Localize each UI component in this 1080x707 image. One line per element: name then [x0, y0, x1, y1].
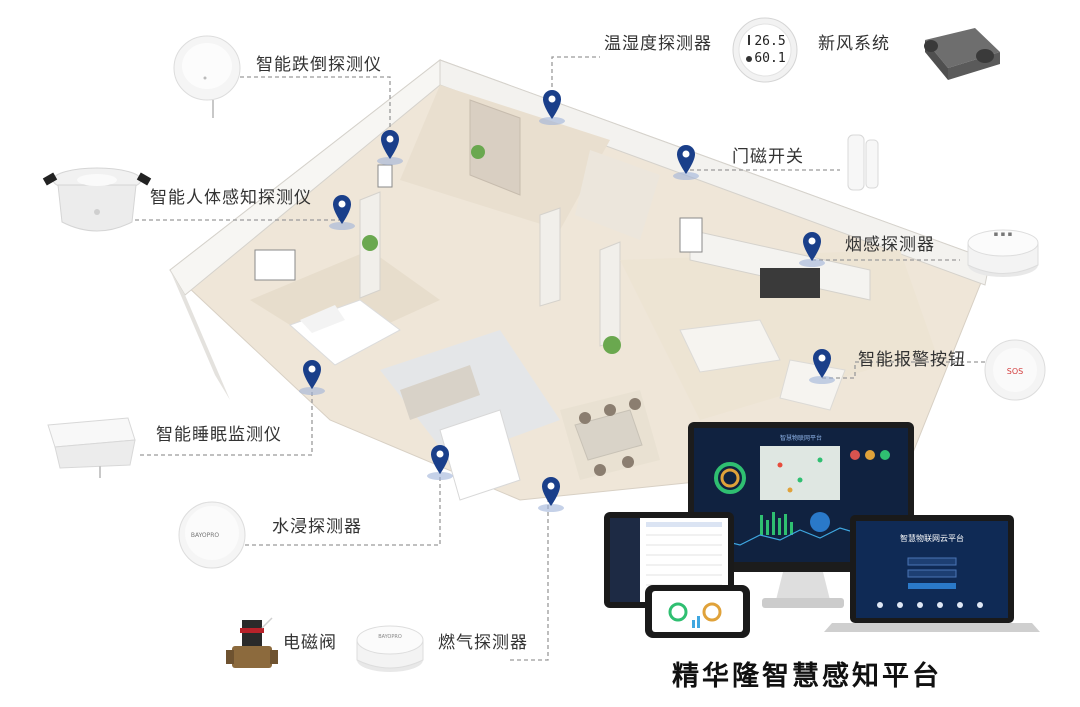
sos-button-icon: SOS — [984, 339, 1046, 401]
pin-temp — [539, 90, 565, 125]
label-gas-detector: 燃气探测器 — [438, 633, 528, 653]
thermo-temp-readout: 26.5 — [754, 34, 785, 49]
line-water — [245, 470, 441, 546]
label-fresh-air: 新风系统 — [818, 34, 890, 54]
label-alarm-button: 智能报警按钮 — [858, 350, 966, 370]
svg-text:▪ ▪ ▪: ▪ ▪ ▪ — [994, 230, 1013, 238]
pin-water — [427, 445, 453, 480]
pin-alarm — [809, 349, 835, 384]
platform-title: 精华隆智慧感知平台 — [672, 661, 942, 692]
laptop: 智慧物联网云平台 — [824, 515, 1040, 632]
monitor-title: 智慧物联网平台 — [780, 434, 822, 442]
label-solenoid-valve: 电磁阀 — [283, 633, 337, 653]
sleep-monitor-icon — [47, 417, 136, 478]
platform-devices: 智慧物联网平台 — [604, 422, 1040, 638]
label-sleep-monitor: 智能睡眠监测仪 — [156, 425, 282, 445]
label-presence-detector: 智能人体感知探测仪 — [150, 188, 312, 208]
pin-door — [673, 145, 699, 180]
door-sensor-icon — [847, 134, 879, 191]
thermo-hygrometer-icon: 26.5 60.1 — [732, 17, 798, 83]
sos-text: SOS — [1007, 367, 1023, 376]
pin-gas — [538, 477, 564, 512]
monitor: 智慧物联网平台 — [688, 422, 914, 608]
fresh-air-icon — [924, 28, 1000, 80]
line-alarm — [822, 361, 985, 379]
pin-smoke — [799, 232, 825, 267]
smoke-detector-icon: ▪ ▪ ▪ — [967, 229, 1039, 277]
gas-detector-icon: BAYOPRO — [356, 625, 424, 672]
label-water-detector: 水浸探测器 — [272, 517, 362, 537]
label-fall-detector: 智能跌倒探测仪 — [256, 55, 382, 75]
line-gas — [510, 492, 549, 661]
pin-presence — [329, 195, 355, 230]
line-sleep — [140, 385, 313, 456]
line-fall-detector — [240, 76, 391, 143]
label-smoke-detector: 烟感探测器 — [845, 235, 935, 255]
laptop-title: 智慧物联网云平台 — [900, 533, 964, 543]
label-temp-humidity: 温湿度探测器 — [604, 34, 712, 54]
house-floorplan — [169, 58, 991, 501]
thermo-hum-readout: 60.1 — [754, 51, 785, 66]
water-brand-text: BAYOPRO — [191, 532, 220, 539]
fall-detector-icon — [173, 35, 241, 118]
pins — [299, 90, 835, 512]
pin-fall — [377, 130, 403, 165]
presence-detector-icon — [42, 167, 152, 232]
water-detector-icon: BAYOPRO — [178, 501, 246, 569]
phone — [645, 585, 750, 638]
label-door-sensor: 门磁开关 — [732, 147, 804, 167]
gas-brand-text: BAYOPRO — [378, 634, 402, 640]
pin-sleep — [299, 360, 325, 395]
solenoid-valve-icon — [226, 617, 278, 668]
